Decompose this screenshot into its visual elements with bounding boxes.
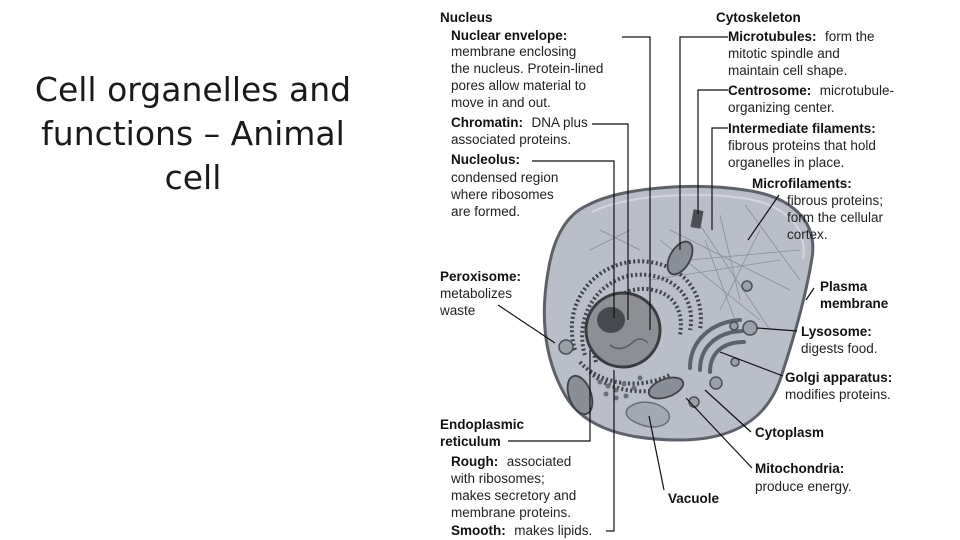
desc-peroxisome-1: metabolizes <box>440 286 512 301</box>
desc-centrosome-1: organizing center. <box>728 100 835 115</box>
slide-title: Cell organelles and functions – Animal c… <box>28 68 358 200</box>
desc-rough-1: with ribosomes; <box>450 471 545 486</box>
desc-peroxisome-2: waste <box>439 303 475 318</box>
label-vacuole: Vacuole <box>668 491 720 506</box>
nucleus-shape <box>584 291 662 369</box>
desc-rough-2: makes secretory and <box>451 488 576 503</box>
desc-microfilaments-2: form the cellular <box>787 210 884 225</box>
desc-nuclear-envelope-4: move in and out. <box>451 95 551 110</box>
desc-nuclear-envelope-3: pores allow material to <box>451 78 586 93</box>
desc-mitochondria-1: produce energy. <box>755 479 852 494</box>
left-labels: Nucleus Nuclear envelope: membrane enclo… <box>439 10 603 539</box>
label-plasma-membrane-2: membrane <box>820 296 889 311</box>
label-chromatin: Chromatin: <box>451 115 523 130</box>
label-centrosome: Centrosome: <box>728 83 811 98</box>
label-chromatin-line: Chromatin: DNA plus <box>451 114 588 131</box>
label-nucleolus: Nucleolus: <box>451 152 520 167</box>
label-plasma-membrane-1: Plasma <box>820 279 868 294</box>
label-microtubules-line: Microtubules: form the <box>728 28 875 45</box>
desc-nucleolus-2: where ribosomes <box>450 187 554 202</box>
desc-smooth-inline: makes lipids. <box>514 523 592 538</box>
label-golgi: Golgi apparatus: <box>785 370 892 385</box>
mitochondria-shapes <box>566 240 694 416</box>
desc-microfilaments-1: fibrous proteins; <box>787 193 883 208</box>
label-mitochondria: Mitochondria: <box>755 461 844 476</box>
label-er-1: Endoplasmic <box>440 417 525 432</box>
plasma-membrane-shape <box>542 185 815 442</box>
desc-nucleolus-3: are formed. <box>451 204 520 219</box>
label-smooth: Smooth: <box>451 523 506 538</box>
label-cytoplasm: Cytoplasm <box>755 425 824 440</box>
title-line-2: functions – Animal <box>41 114 345 153</box>
label-microtubules: Microtubules: <box>728 29 817 44</box>
vacuole-shape <box>625 401 671 428</box>
cytoskeleton-fibers <box>589 204 801 331</box>
desc-microtubules-2: maintain cell shape. <box>728 63 847 78</box>
desc-golgi-1: modifies proteins. <box>785 387 891 402</box>
label-smooth-line: Smooth: makes lipids. <box>451 522 592 539</box>
nucleolus-shape <box>597 307 625 333</box>
smooth-er <box>597 375 643 401</box>
label-centrosome-line: Centrosome: microtubule- <box>728 82 894 99</box>
rough-er <box>569 259 703 394</box>
desc-intermediate-2: organelles in place. <box>728 155 844 170</box>
label-nucleus: Nucleus <box>440 10 493 25</box>
desc-rough-3: membrane proteins. <box>451 505 571 520</box>
label-nuclear-envelope: Nuclear envelope: <box>451 28 567 43</box>
desc-rough-inline: associated <box>507 454 572 469</box>
label-er-2: reticulum <box>440 434 501 449</box>
desc-nuclear-envelope-1: membrane enclosing <box>451 44 576 59</box>
desc-microtubules-1: mitotic spindle and <box>728 46 840 61</box>
desc-intermediate-1: fibrous proteins that hold <box>728 138 876 153</box>
desc-microfilaments-3: cortex. <box>787 227 828 242</box>
desc-chromatin-1: associated proteins. <box>451 132 571 147</box>
leader-lines <box>497 36 815 532</box>
title-line-1: Cell organelles and <box>34 70 352 109</box>
desc-centrosome-inline: microtubule- <box>820 83 894 98</box>
golgi-shape <box>688 318 746 374</box>
desc-nucleolus-1: condensed region <box>451 170 558 185</box>
title-line-3: cell <box>164 158 222 197</box>
desc-chromatin-inline: DNA plus <box>531 115 588 130</box>
peroxisome-shape <box>558 339 574 355</box>
label-rough-line: Rough: associated <box>451 453 571 470</box>
label-cytoskeleton: Cytoskeleton <box>716 10 801 25</box>
desc-lysosome-1: digests food. <box>801 341 878 356</box>
centrosome-shape <box>690 209 704 229</box>
label-rough: Rough: <box>451 454 498 469</box>
cell-illustration <box>542 185 815 442</box>
desc-nuclear-envelope-2: the nucleus. Protein-lined <box>451 61 603 76</box>
label-lysosome: Lysosome: <box>801 324 872 339</box>
label-microfilaments: Microfilaments: <box>752 176 852 191</box>
right-labels: Cytoskeleton Microtubules: form the mito… <box>668 10 894 506</box>
label-peroxisome: Peroxisome: <box>440 269 521 284</box>
desc-microtubules-inline: form the <box>825 29 875 44</box>
label-intermediate-filaments: Intermediate filaments: <box>728 121 876 136</box>
